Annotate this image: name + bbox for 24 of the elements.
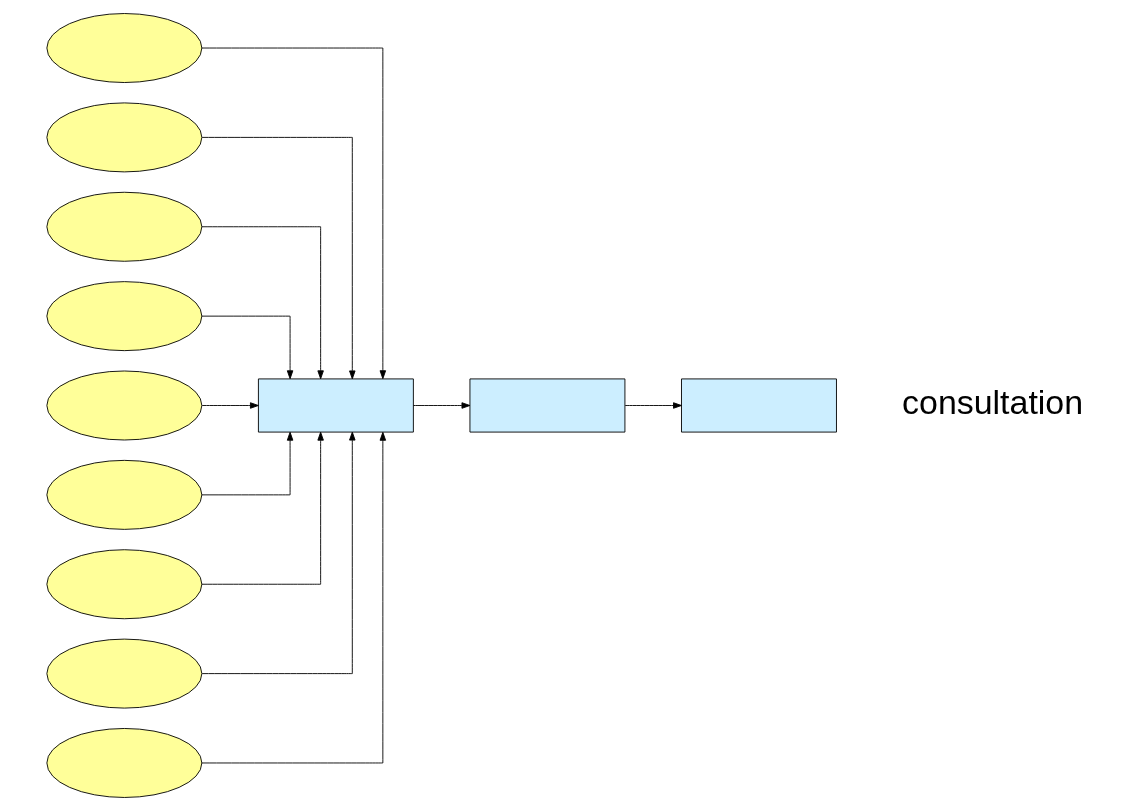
arrow [200,315,293,379]
node-ellipse [45,12,202,83]
arrow [200,47,386,379]
node-ellipse [45,370,202,440]
node-ellipse [45,638,202,709]
node-ellipse [45,459,202,530]
node-ellipse [45,280,202,351]
arrow [201,225,324,379]
arrow [201,431,355,674]
arrow [201,401,259,409]
node-ellipse [45,548,202,619]
node-ellipse [45,101,202,172]
arrow [200,431,386,763]
arrow [201,431,324,585]
node-box [257,377,414,433]
node-ellipse [45,191,202,262]
node-box [469,377,625,433]
node-ellipse [45,727,202,798]
node-box [680,377,837,433]
label: consultation [901,382,1083,421]
arrow [201,136,355,379]
arrow [412,401,470,409]
arrow [624,401,682,409]
arrow [200,431,293,495]
